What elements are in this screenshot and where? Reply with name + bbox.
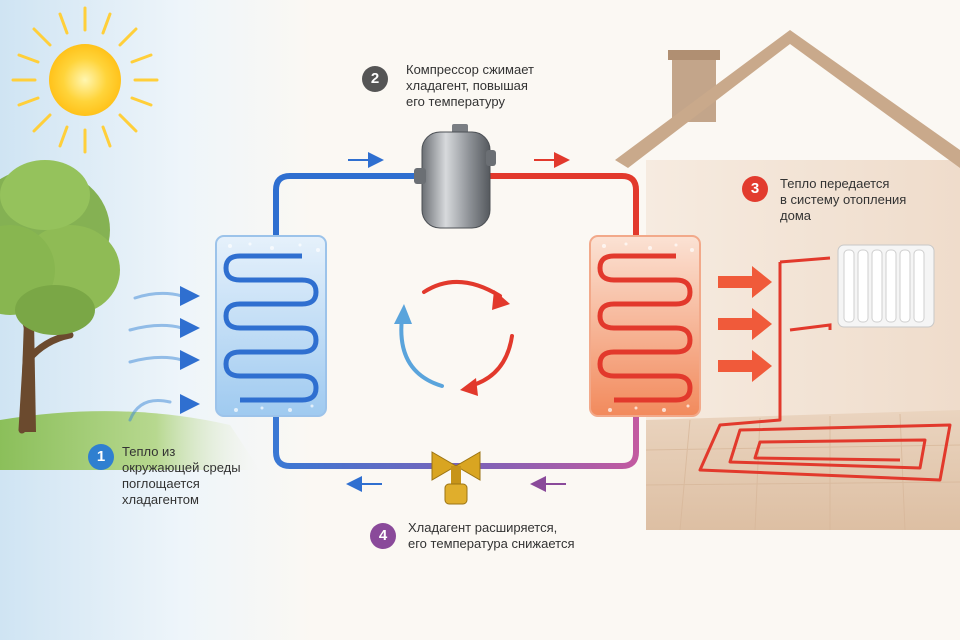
step-1-line-2: окружающей среды: [122, 460, 241, 475]
cycle-arrows-icon: [394, 280, 514, 396]
step-4-badge: 4: [370, 523, 396, 549]
grass: [0, 411, 260, 470]
step-1-line-3: поглощается: [122, 476, 200, 491]
step-3-badge: 3: [742, 176, 768, 202]
step-4-line-2: его температура снижается: [408, 536, 575, 551]
step-1-line-1: Тепло из: [122, 444, 176, 459]
air-arrowheads: [180, 286, 200, 414]
step-2-label: 2 Компрессор сжимает хладагент, повышая …: [362, 62, 582, 114]
expansion-valve-icon: [431, 451, 481, 505]
underfloor-heating-pipe: [698, 262, 952, 482]
air-intake-arrows: [128, 291, 184, 422]
step-3-line-3: дома: [780, 208, 811, 223]
step-1-line-4: хладагентом: [122, 492, 199, 507]
hot-pipe-down: [490, 173, 639, 236]
step-3-text: Тепло передается в систему отопления дом…: [780, 176, 906, 224]
step-4-text: Хладагент расширяется, его температура с…: [408, 520, 575, 552]
step-1-label: 1 Тепло из окружающей среды поглощается …: [88, 444, 268, 514]
step-2-badge: 2: [362, 66, 388, 92]
tree-icon: [0, 160, 120, 434]
step-1-badge: 1: [88, 444, 114, 470]
radiator-icon: [837, 244, 935, 328]
step-3-label: 3 Тепло передается в систему отопления д…: [742, 176, 942, 228]
condenser-coil: [589, 235, 701, 417]
compressor-icon: [414, 124, 496, 229]
step-2-line-1: Компрессор сжимает: [406, 62, 534, 77]
step-3-line-2: в систему отопления: [780, 192, 907, 207]
step-4-line-1: Хладагент расширяется,: [408, 520, 558, 535]
step-3-line-1: Тепло передается: [780, 176, 890, 191]
step-2-line-2: хладагент, повышая: [406, 78, 528, 93]
radiator-pipe: [779, 256, 832, 332]
sun-icon: [11, 6, 159, 154]
step-4-label: 4 Хладагент расширяется, его температура…: [370, 520, 610, 556]
evaporator-coil: [215, 235, 327, 417]
step-1-text: Тепло из окружающей среды поглощается хл…: [122, 444, 241, 508]
step-2-text: Компрессор сжимает хладагент, повышая ег…: [406, 62, 534, 110]
heat-output-arrows: [718, 266, 772, 382]
cold-pipe-up: [273, 173, 420, 236]
step-2-line-3: его температуру: [406, 94, 505, 109]
